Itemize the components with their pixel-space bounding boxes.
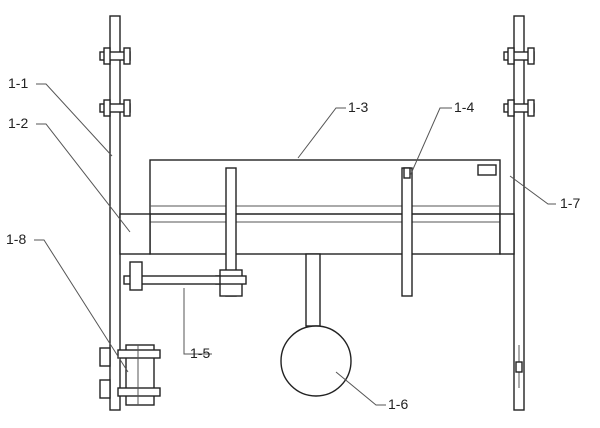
- main-beam: [119, 159, 515, 255]
- label-1-8: 1-8: [6, 231, 26, 247]
- label-1-2: 1-2: [8, 115, 28, 131]
- right-plate: [503, 15, 535, 411]
- label-1-4: 1-4: [454, 99, 474, 115]
- clamp-assembly: [99, 344, 161, 406]
- leader-lines: [34, 83, 556, 406]
- connecting-rod: [123, 261, 221, 291]
- label-1-7: 1-7: [560, 195, 580, 211]
- label-1-1: 1-1: [8, 75, 28, 91]
- pendulum: [280, 253, 352, 397]
- left-bracket: [215, 167, 247, 297]
- label-1-5: 1-5: [190, 345, 210, 361]
- right-bracket: [401, 167, 413, 297]
- label-1-3: 1-3: [348, 99, 368, 115]
- label-1-6: 1-6: [388, 396, 408, 412]
